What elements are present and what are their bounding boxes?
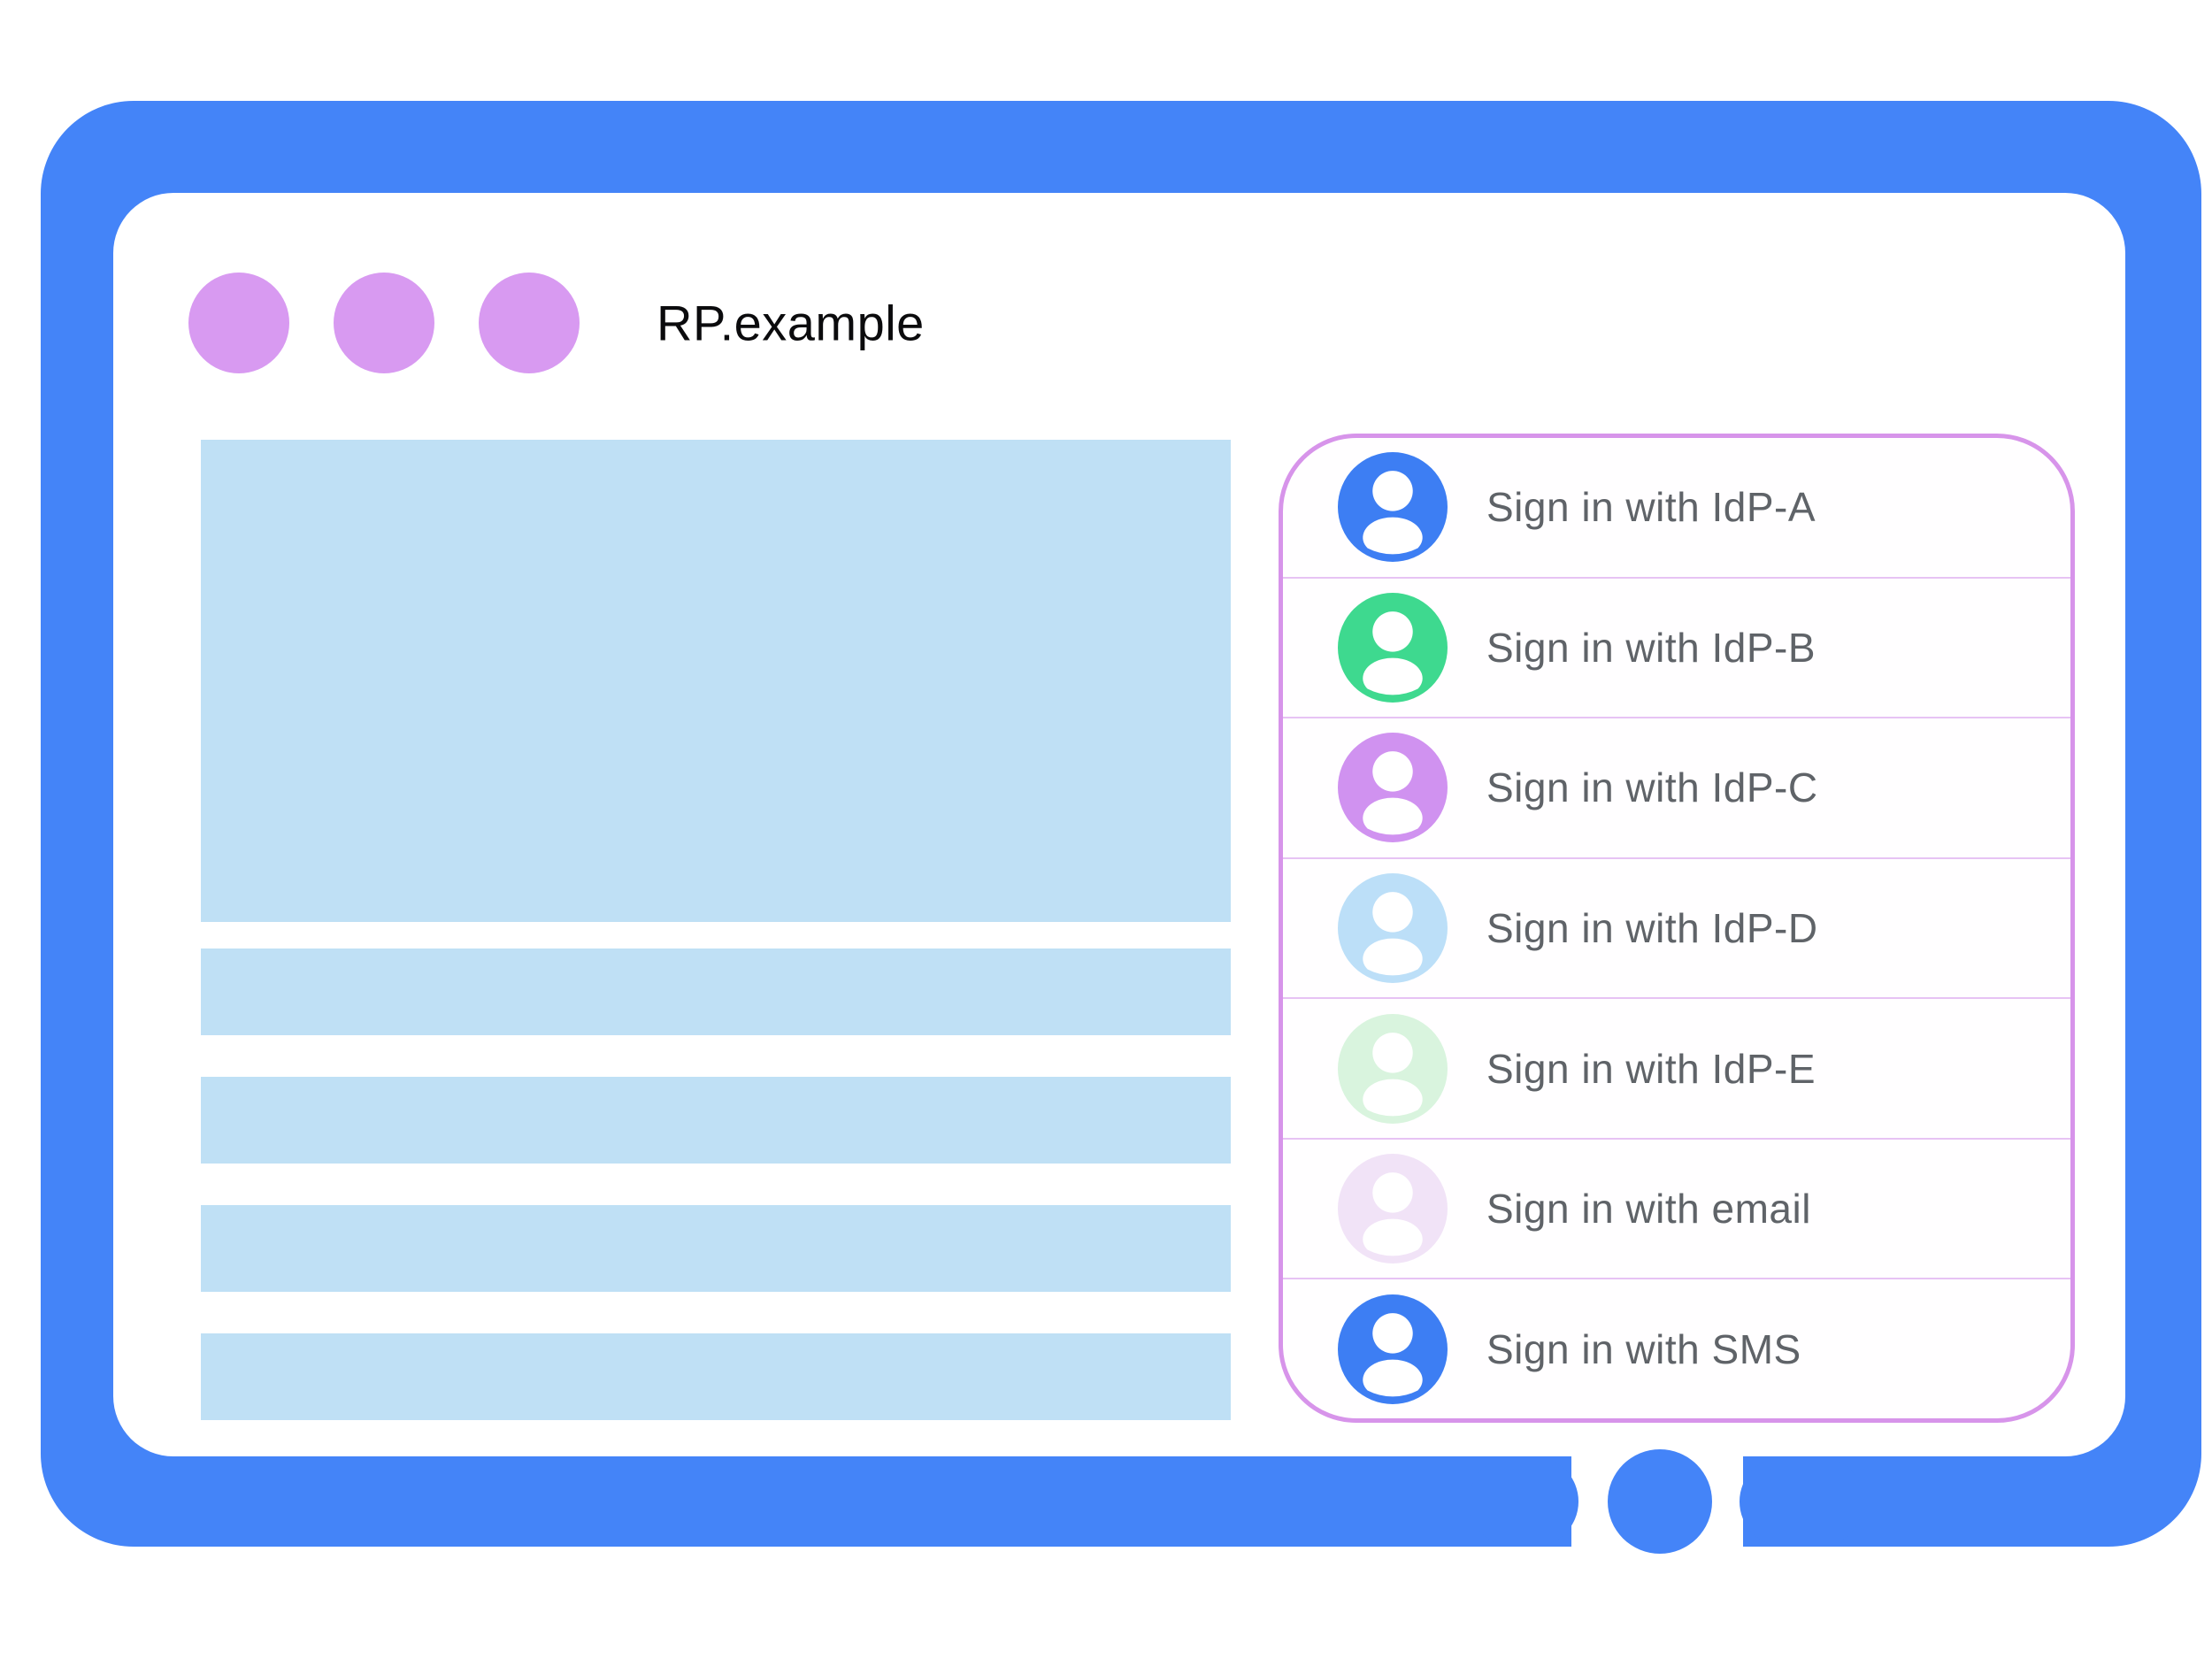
window-control-dot (188, 273, 289, 373)
person-icon (1338, 733, 1448, 843)
signin-option[interactable]: Sign in with IdP-D (1283, 856, 2070, 998)
content-placeholder-line (201, 1333, 1231, 1420)
signin-option[interactable]: Sign in with IdP-B (1283, 576, 2070, 718)
signin-option-label: Sign in with SMS (1486, 1325, 1801, 1372)
signin-option[interactable]: Sign in with IdP-A (1283, 438, 2070, 577)
home-button (1608, 1449, 1712, 1554)
person-icon (1338, 1154, 1448, 1264)
person-icon (1338, 1013, 1448, 1124)
window-control-dot (334, 273, 434, 373)
content-placeholder-hero (201, 440, 1231, 922)
signin-option-label: Sign in with IdP-A (1486, 484, 1816, 531)
person-icon (1338, 452, 1448, 563)
signin-option-label: Sign in with IdP-B (1486, 624, 1816, 671)
person-icon (1338, 1294, 1448, 1404)
person-icon (1338, 873, 1448, 984)
signin-dialog: Sign in with IdP-A Sign in with IdP-B Si… (1279, 434, 2075, 1423)
content-placeholder-line (201, 1077, 1231, 1164)
signin-option[interactable]: Sign in with IdP-E (1283, 997, 2070, 1138)
signin-option[interactable]: Sign in with SMS (1283, 1278, 2070, 1418)
signin-option-label: Sign in with IdP-E (1486, 1045, 1816, 1092)
content-placeholder-line (201, 949, 1231, 1035)
signin-option[interactable]: Sign in with email (1283, 1137, 2070, 1279)
page-title: RP.example (657, 295, 925, 351)
signin-option-label: Sign in with email (1486, 1186, 1811, 1233)
signin-option-label: Sign in with IdP-C (1486, 764, 1818, 811)
person-icon (1338, 592, 1448, 703)
content-placeholder-line (201, 1205, 1231, 1292)
window-control-dot (479, 273, 580, 373)
bezel-right-cap (1740, 1456, 1863, 1547)
signin-option[interactable]: Sign in with IdP-C (1283, 717, 2070, 857)
signin-option-label: Sign in with IdP-D (1486, 905, 1818, 952)
bezel-left-cap (1469, 1456, 1578, 1547)
